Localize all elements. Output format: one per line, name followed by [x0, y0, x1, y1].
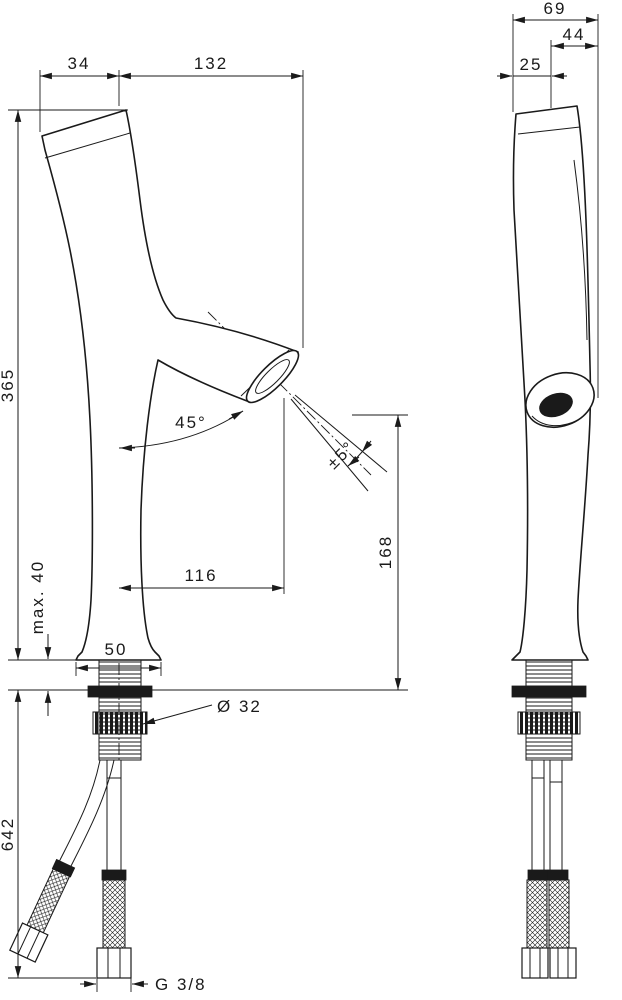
hose-braid: [102, 879, 126, 949]
spray-fan-line-lower: [290, 398, 369, 492]
front-dimensions: 34 132 365 max. 40 642 50 116: [0, 54, 402, 994]
hose-hex-fitting: [96, 947, 132, 979]
washer-front: [87, 685, 153, 698]
hose-curved-front: [9, 759, 115, 963]
dim-outlet-projection-label: 116: [184, 566, 217, 585]
hose-straight-front: [96, 760, 132, 979]
side-dimensions: 69 44 25: [497, 0, 599, 398]
dim-max-deck-thickness-label: max. 40: [28, 560, 47, 634]
dim-base-width-label: 50: [105, 640, 128, 659]
head-band-side: [517, 126, 581, 135]
dim-tap-hole-diameter-label: Ø 32: [217, 697, 262, 716]
washer-side: [511, 685, 587, 698]
front-view: [8, 109, 408, 979]
body-contour-side: [573, 159, 588, 341]
dim-front-depth-label: 25: [520, 55, 543, 74]
dim-outlet-height-label: 168: [376, 535, 395, 569]
mounting-nut-side: [517, 711, 581, 735]
hose-hex-fitting: [9, 922, 49, 963]
dim-rear-depth-label: 44: [563, 25, 586, 44]
threaded-shank-side: [525, 659, 573, 761]
dim-total-height-label: 365: [0, 368, 17, 402]
dim-spout-reach-label: 132: [194, 54, 228, 73]
hose-hex-fitting: [521, 947, 549, 979]
hose-ferrule: [527, 869, 549, 881]
hose-ferrule: [101, 869, 127, 881]
hose-braid: [526, 879, 548, 949]
head-band-front: [44, 132, 131, 159]
spout-face: [245, 349, 300, 404]
hoses-side: [521, 760, 577, 979]
faucet-body-front: [41, 109, 299, 661]
handle-knob-inner: [539, 392, 573, 418]
spout-face-inner: [255, 359, 290, 394]
mounting-nut-front: [92, 711, 148, 735]
dim-overall-depth-label: 69: [544, 0, 567, 18]
spray-fan-line-upper: [294, 394, 388, 473]
tap-hole-leader: [142, 704, 213, 725]
side-view: [511, 105, 595, 979]
dim-overall-length-label: 642: [0, 817, 17, 851]
handle-knob-crease: [531, 415, 579, 427]
hose-braid: [548, 879, 570, 949]
spout-centerline: [207, 311, 372, 476]
dim-spout-angle-label: 45°: [175, 413, 207, 432]
hose-ferrule: [547, 869, 569, 881]
threaded-shank-front: [98, 659, 142, 761]
dim-head-width-label: 34: [68, 54, 91, 73]
dim-hose-thread-label: G 3/8: [155, 975, 207, 994]
hose-hex-fitting: [549, 947, 577, 979]
